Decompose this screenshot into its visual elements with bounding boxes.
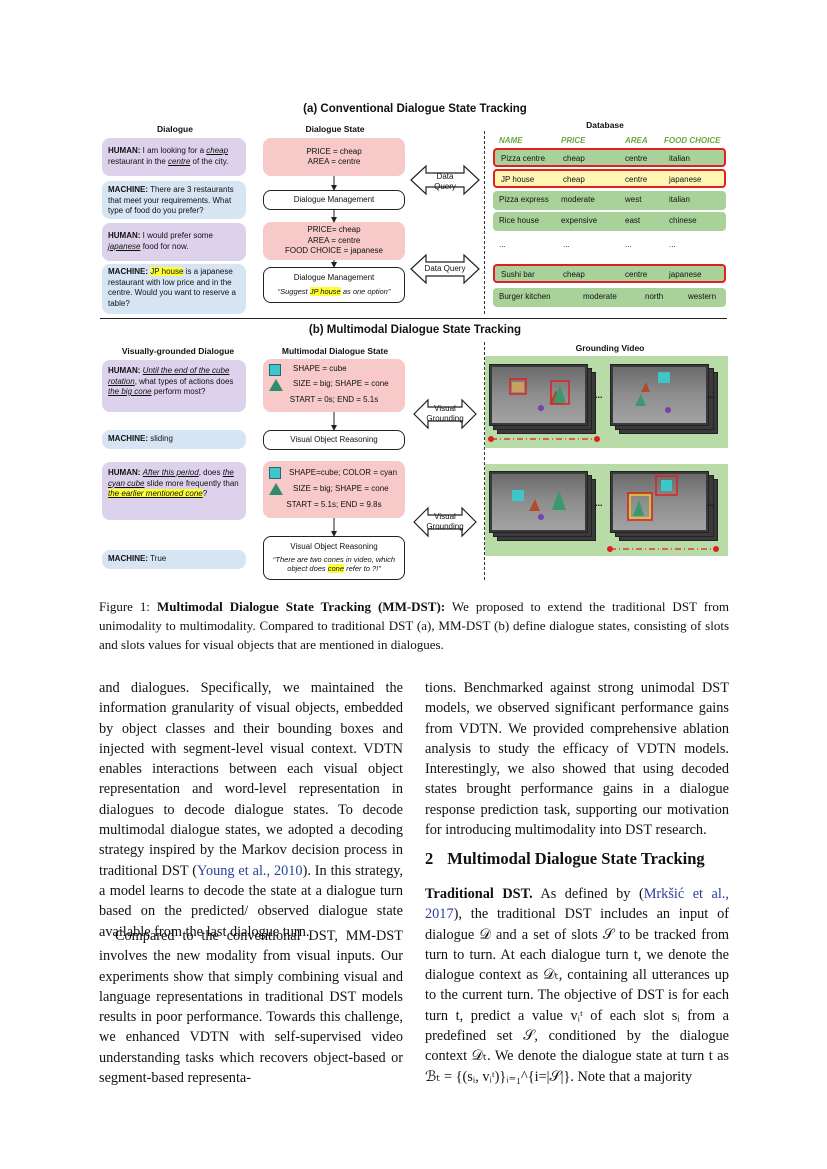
human-turn-1: HUMAN: I am looking for a cheap restaura… <box>102 138 246 176</box>
frames-ellipsis: ... <box>595 498 603 508</box>
frames-ellipsis: ... <box>595 390 603 400</box>
vg-dialogue-column-header: Visually-grounded Dialogue <box>121 346 235 356</box>
data-query-label-2: Data Query <box>424 264 466 273</box>
mm-state-column-header: Multimodal Dialogue State <box>281 346 389 356</box>
vg-human-turn-1: HUMAN: Until the end of the cube rotatio… <box>102 360 246 412</box>
divider-a <box>484 131 485 314</box>
frames-ellipsis: ... <box>707 390 715 400</box>
visual-object-reasoning-2: Visual Object Reasoning “There are two c… <box>263 536 405 580</box>
cone-icon <box>269 483 283 495</box>
citation-link[interactable]: Young et al., 2010 <box>197 862 303 879</box>
left-paragraph-2: Compared to the conventional DST, MM-DST… <box>99 928 403 1087</box>
mm-state-1: SHAPE = cube SIZE = big; SHAPE = cone ST… <box>263 359 405 412</box>
right-paragraph-2: Traditional DST. As defined by (Mrkšić e… <box>425 886 729 1085</box>
human-turn-2: HUMAN: I would prefer some japanese food… <box>102 223 246 261</box>
vg-machine-turn-2: MACHINE: True <box>102 550 246 569</box>
cube-icon <box>269 467 281 479</box>
db-col-name: NAME <box>499 136 523 145</box>
figure-separator <box>100 318 727 319</box>
dialogue-state-column-header: Dialogue State <box>305 124 365 134</box>
db-col-price: PRICE <box>561 136 586 145</box>
db-col-area: AREA <box>625 136 648 145</box>
vg-machine-turn-1: MACHINE: sliding <box>102 430 246 449</box>
video-objects <box>488 372 719 552</box>
figure-b-title: (b) Multimodal Dialogue State Tracking <box>308 324 522 336</box>
vg-human-turn-2: HUMAN: After this period, does the cyan … <box>102 462 246 520</box>
db-col-food: FOOD CHOICE <box>664 136 721 145</box>
visual-object-reasoning-1: Visual Object Reasoning <box>263 430 405 450</box>
figure-connectors <box>331 164 480 538</box>
divider-b <box>484 342 485 580</box>
citation-link[interactable]: Mrkšić et al., 2017 <box>425 886 729 923</box>
grounding-video-column-header: Grounding Video <box>575 343 645 353</box>
machine-turn-2: MACHINE: JP house is a japanese restaura… <box>102 264 246 314</box>
figure-a-title: (a) Conventional Dialogue State Tracking <box>303 103 527 115</box>
right-paragraph-1: tions. Benchmarked against strong unimod… <box>425 680 729 839</box>
database-column-header: Database <box>586 120 624 130</box>
left-paragraph-1: and dialogues. Specifically, we maintain… <box>99 680 404 940</box>
cone-icon <box>269 378 283 391</box>
figure-caption: Figure 1: Multimodal Dialogue State Trac… <box>99 599 729 652</box>
machine-turn-1: MACHINE: There are 3 restaurants that me… <box>102 181 246 219</box>
mm-state-2: SHAPE=cube; COLOR = cyan SIZE = big; SHA… <box>263 461 405 518</box>
cube-icon <box>269 363 281 376</box>
db-row-ellipsis: ............ <box>499 240 676 249</box>
dialogue-column-header: Dialogue <box>157 124 193 134</box>
frames-ellipsis: ... <box>707 498 715 508</box>
video-frame <box>489 471 588 533</box>
